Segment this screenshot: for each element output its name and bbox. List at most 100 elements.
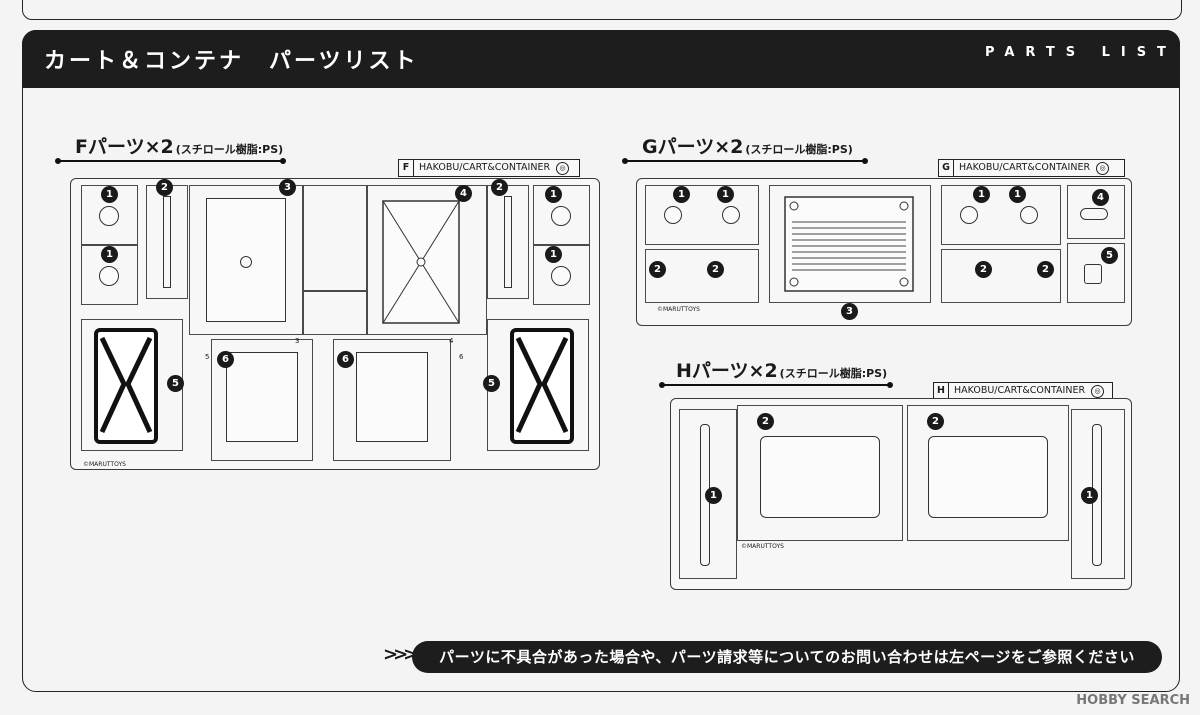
runner-f: 3 4 5 6 1 1 2 3 4 2 1 1 5 6 6 5 ©MARUTTO… — [70, 178, 600, 470]
g-wheel-part — [664, 206, 682, 224]
maker-logo-icon: ◎ — [1096, 161, 1110, 175]
copyright-mark: ©MARUTTOYS — [657, 306, 700, 313]
h-container-panel-part — [928, 436, 1048, 518]
section-f-title: Fパーツ×2(スチロール樹脂:PS) — [75, 132, 283, 159]
f-frame-part — [94, 328, 158, 444]
g-handle-part — [1080, 208, 1108, 220]
part-number-badge: 2 — [927, 413, 944, 430]
f-part-2-slot-a — [146, 185, 188, 299]
part-number-badge: 3 — [279, 179, 296, 196]
section-g-tag: G HAKOBU/CART&CONTAINER ◎ — [938, 159, 1125, 177]
part-number-badge: 1 — [545, 246, 562, 263]
part-number-badge: 1 — [545, 186, 562, 203]
section-f-name: Fパーツ×2 — [75, 136, 174, 158]
part-number-badge: 6 — [337, 351, 354, 368]
f-rail-part — [504, 196, 512, 288]
f-ring-part — [99, 206, 119, 226]
section-f-tag-letter: F — [399, 160, 414, 176]
f-empty-cell-b — [303, 291, 367, 335]
f-empty-cell-a — [303, 185, 367, 291]
g-part-2-slot-a — [645, 249, 759, 303]
section-g-material: (スチロール樹脂:PS) — [745, 143, 853, 156]
f-part-2-slot-b — [487, 185, 529, 299]
h-part-2-slot-b — [907, 405, 1069, 541]
part-number-badge: 1 — [705, 487, 722, 504]
f-part-3-slot — [189, 185, 303, 335]
section-f-material: (スチロール樹脂:PS) — [175, 143, 284, 156]
part-number-badge: 3 — [841, 303, 858, 320]
f-part-5-slot-b — [487, 319, 589, 451]
f-part-1-slot-c — [533, 185, 590, 245]
previous-section-box — [22, 0, 1182, 20]
part-number-badge: 2 — [757, 413, 774, 430]
footer-note: パーツに不具合があった場合や、パーツ請求等についてのお問い合わせは左ページをご参… — [412, 641, 1162, 673]
f-panel-hole — [240, 256, 252, 268]
g-part-1-slot-b — [941, 185, 1061, 245]
watermark: HOBBY SEARCH — [1076, 693, 1190, 708]
f-ring-part — [99, 266, 119, 286]
section-g-tag-text: HAKOBU/CART&CONTAINER — [959, 162, 1091, 173]
part-number-badge: 1 — [101, 186, 118, 203]
section-h-underline — [659, 382, 893, 388]
section-f-tag-text: HAKOBU/CART&CONTAINER — [419, 162, 551, 173]
footer-arrows: >>> — [383, 644, 418, 665]
f-lid-part — [356, 352, 428, 442]
part-number-badge: 4 — [1092, 189, 1109, 206]
copyright-mark: ©MARUTTOYS — [741, 543, 784, 550]
part-number-badge: 5 — [167, 375, 184, 392]
f-gate-number: 3 — [295, 337, 300, 345]
f-ring-part — [551, 206, 571, 226]
part-number-badge: 2 — [1037, 261, 1054, 278]
f-part-6-slot-a — [211, 339, 313, 461]
section-g-title: Gパーツ×2(スチロール樹脂:PS) — [642, 132, 853, 159]
f-gate-number: 4 — [449, 337, 454, 345]
section-h-tag-letter: H — [934, 383, 949, 399]
page-subtitle: PARTS LIST — [985, 45, 1177, 60]
f-tray-part — [382, 200, 460, 324]
part-number-badge: 1 — [1009, 186, 1026, 203]
part-number-badge: 4 — [455, 185, 472, 202]
part-number-badge: 5 — [1101, 247, 1118, 264]
runner-h: ©MARUTTOYS 1 2 2 1 — [670, 398, 1132, 590]
section-h-tag-text: HAKOBU/CART&CONTAINER — [954, 385, 1086, 396]
part-number-badge: 6 — [217, 351, 234, 368]
part-number-badge: 2 — [156, 179, 173, 196]
part-number-badge: 5 — [483, 375, 500, 392]
part-number-badge: 1 — [101, 246, 118, 263]
g-part-5-slot — [1067, 243, 1125, 303]
f-part-5-slot-a — [81, 319, 183, 451]
f-gate-number: 5 — [205, 353, 210, 361]
part-number-badge: 2 — [649, 261, 666, 278]
g-base-plate-part — [784, 196, 914, 292]
f-frame-part — [510, 328, 574, 444]
section-h-name: Hパーツ×2 — [676, 360, 778, 382]
section-h-material: (スチロール樹脂:PS) — [779, 367, 888, 380]
f-part-1-slot-b — [81, 245, 138, 305]
part-number-badge: 1 — [673, 186, 690, 203]
f-gate-number: 6 — [459, 353, 464, 361]
section-g-tag-letter: G — [939, 160, 954, 176]
maker-logo-icon: ◎ — [556, 161, 570, 175]
section-f-tag: F HAKOBU/CART&CONTAINER ◎ — [398, 159, 580, 177]
part-number-badge: 1 — [1081, 487, 1098, 504]
g-wheel-part — [960, 206, 978, 224]
f-part-6-slot-b — [333, 339, 451, 461]
section-f-underline — [55, 158, 286, 164]
runner-g: ©MARUTTOYS 1 1 2 2 3 1 1 2 2 4 5 — [636, 178, 1132, 326]
g-part-1-slot-a — [645, 185, 759, 245]
part-number-badge: 2 — [491, 179, 508, 196]
section-g-name: Gパーツ×2 — [642, 136, 744, 158]
part-number-badge: 2 — [975, 261, 992, 278]
h-container-panel-part — [760, 436, 880, 518]
g-part-3-slot — [769, 185, 931, 303]
g-wheel-part — [722, 206, 740, 224]
section-g-underline — [622, 158, 868, 164]
f-ring-part — [551, 266, 571, 286]
h-part-1-slot-a — [679, 409, 737, 579]
section-h-title: Hパーツ×2(スチロール樹脂:PS) — [676, 356, 887, 383]
part-number-badge: 2 — [707, 261, 724, 278]
h-part-1-slot-b — [1071, 409, 1125, 579]
part-number-badge: 1 — [717, 186, 734, 203]
f-lid-part — [226, 352, 298, 442]
g-wheel-part — [1020, 206, 1038, 224]
